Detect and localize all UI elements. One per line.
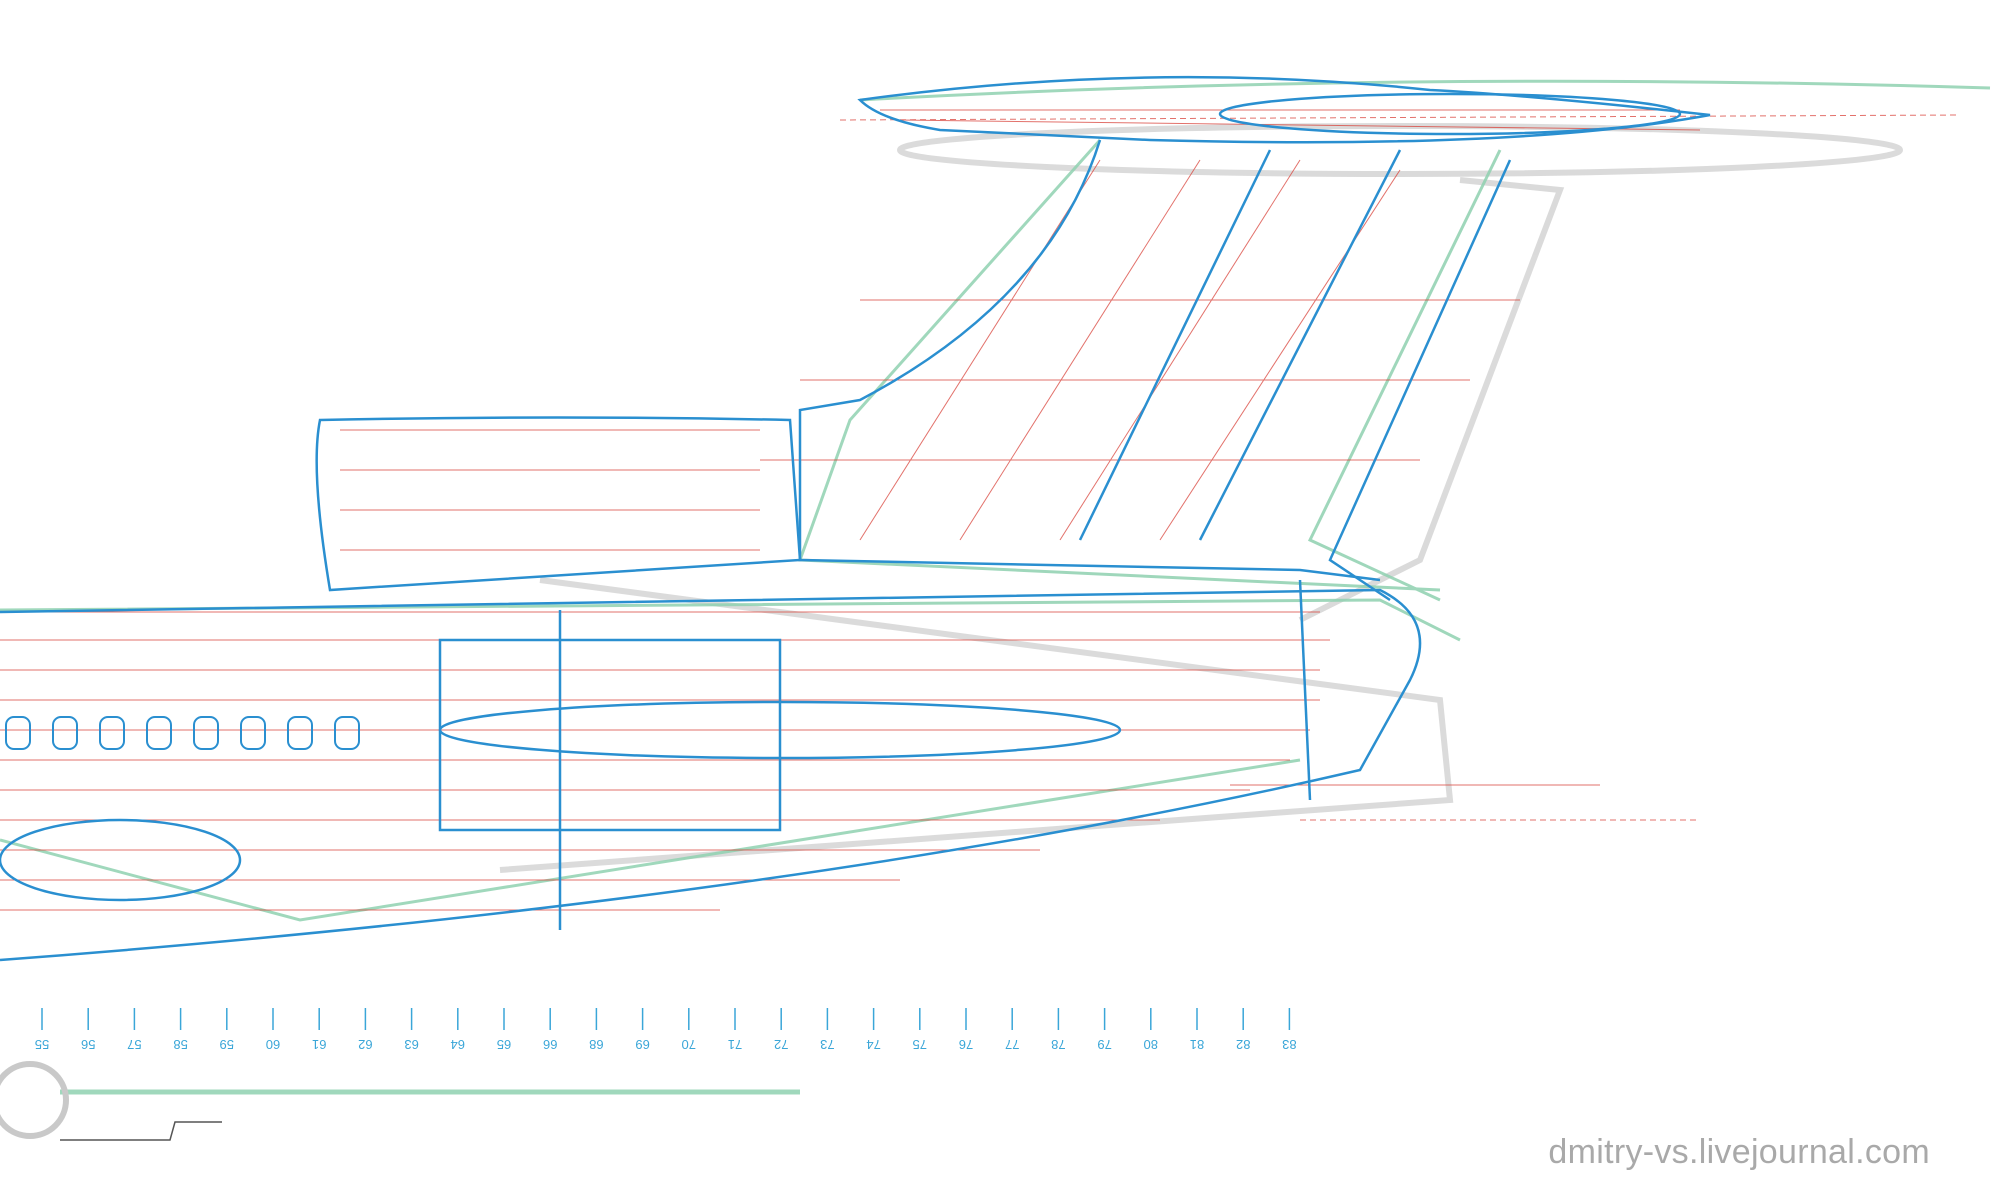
scale-bar (0, 1061, 222, 1141)
frame-label: 78 (1051, 1037, 1065, 1052)
window-outline (193, 716, 219, 750)
frame-label: 62 (358, 1037, 372, 1052)
frame-label: 72 (774, 1037, 788, 1052)
red-station-grid (0, 109, 1961, 911)
frame-label: 70 (682, 1037, 696, 1052)
window-outline (5, 716, 31, 750)
window-outline (334, 716, 360, 750)
frame-label: 58 (173, 1037, 187, 1052)
frame-label: 60 (266, 1037, 280, 1052)
watermark-text: dmitry-vs.livejournal.com (1548, 1133, 1930, 1171)
frame-label: 81 (1190, 1037, 1204, 1052)
frame-label: 61 (312, 1037, 326, 1052)
frame-label: 69 (635, 1037, 649, 1052)
frame-label: 66 (543, 1037, 557, 1052)
frame-label: 63 (404, 1037, 418, 1052)
frame-label: 59 (220, 1037, 234, 1052)
frame-label: 83 (1282, 1037, 1296, 1052)
frame-label: 80 (1144, 1037, 1158, 1052)
frame-label: 75 (913, 1037, 927, 1052)
frame-label: 79 (1097, 1037, 1111, 1052)
frame-label: 71 (728, 1037, 742, 1052)
frame-label: 74 (866, 1037, 880, 1052)
frame-label: 82 (1236, 1037, 1250, 1052)
cabin-windows (5, 716, 360, 750)
frame-label: 77 (1005, 1037, 1019, 1052)
frame-label: 76 (959, 1037, 973, 1052)
frame-label: 57 (127, 1037, 141, 1052)
frame-scale: 55 56 57 58 59 60 61 62 63 64 65 66 68 69 70 71 72 73 74 75… (35, 1008, 1297, 1052)
window-outline (99, 716, 125, 750)
window-outline (240, 716, 266, 750)
window-outline (52, 716, 78, 750)
frame-label: 55 (35, 1037, 49, 1052)
blue-outline (0, 75, 1711, 962)
frame-label: 56 (81, 1037, 95, 1052)
green-outline (0, 79, 1991, 1095)
window-outline (146, 716, 172, 750)
frame-label: 73 (820, 1037, 834, 1052)
frame-label: 65 (497, 1037, 511, 1052)
frame-label: 64 (451, 1037, 465, 1052)
frame-label: 68 (589, 1037, 603, 1052)
window-outline (287, 716, 313, 750)
